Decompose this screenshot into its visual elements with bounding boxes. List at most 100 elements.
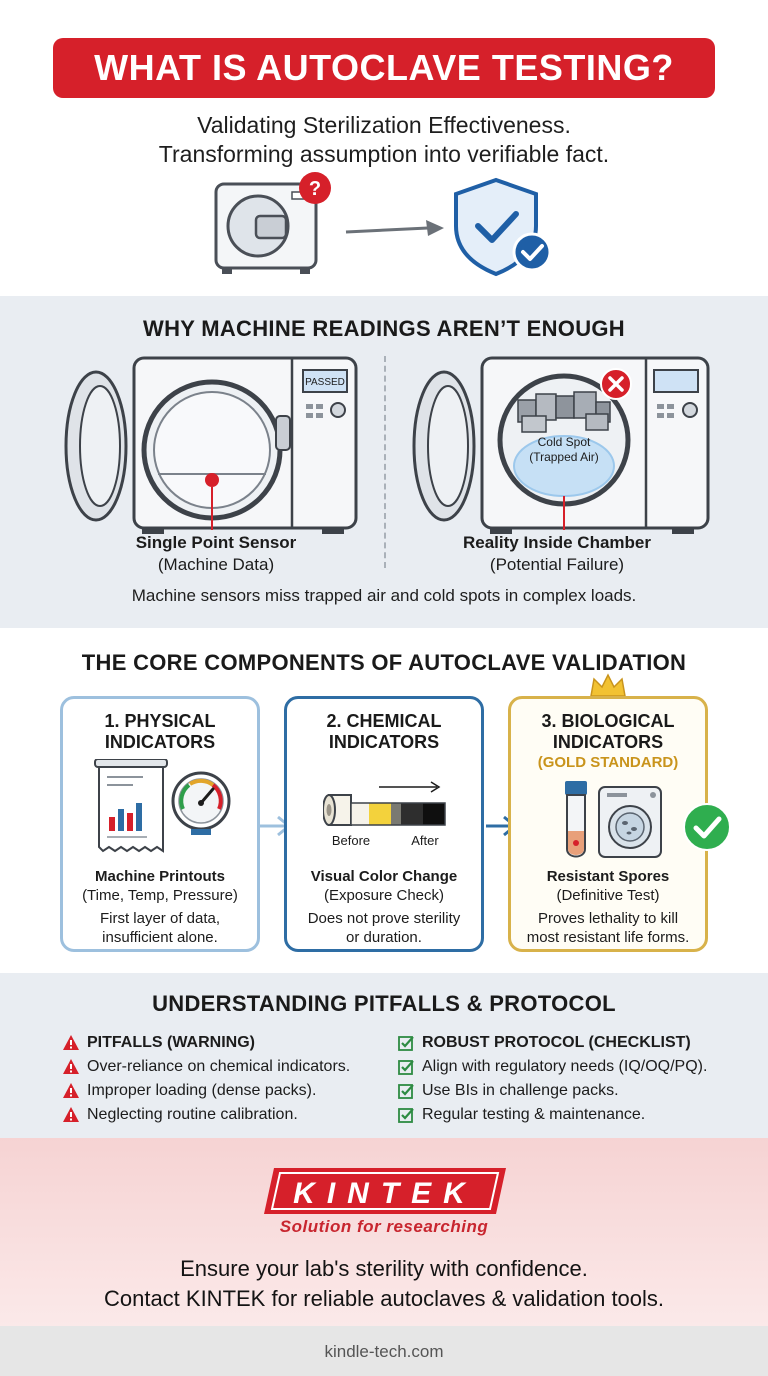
- cta-section: KINTEK Solution for researching Ensure y…: [0, 1138, 768, 1326]
- checkbox-checked-icon: [398, 1060, 414, 1075]
- svg-text:Cold Spot: Cold Spot: [538, 435, 591, 449]
- left-caption-title: Single Point Sensor: [135, 533, 297, 552]
- card-desc-line2: or duration.: [346, 929, 422, 946]
- svg-text:KINTEK: KINTEK: [293, 1177, 477, 1210]
- blank-display: [653, 369, 699, 393]
- checkbox-checked-icon: [398, 1036, 414, 1051]
- right-caption-sub: (Potential Failure): [489, 555, 625, 574]
- pitfall-text: Neglecting routine calibration.: [87, 1106, 298, 1123]
- card-title-line1: 1. PHYSICAL: [104, 711, 216, 731]
- svg-text:PASSED: PASSED: [305, 377, 345, 388]
- card-caption: Machine Printouts (Time, Temp, Pressure): [63, 867, 257, 905]
- why-heading: WHY MACHINE READINGS AREN’T ENOUGH: [143, 316, 625, 341]
- list-item: PITFALLS (WARNING): [62, 1031, 350, 1055]
- right-caption-title: Reality Inside Chamber: [462, 533, 651, 552]
- cta-line2: Contact KINTEK for reliable autoclaves &…: [103, 1286, 665, 1311]
- card-caption-title: Resistant Spores: [546, 868, 670, 885]
- left-caption-sub: (Machine Data): [157, 555, 275, 574]
- svg-text:After: After: [411, 833, 439, 848]
- pitfalls-section: UNDERSTANDING PITFALLS & PROTOCOL PITFAL…: [0, 973, 768, 1138]
- card-caption: Resistant Spores (Definitive Test): [511, 867, 705, 905]
- progression-arrow-icon: [379, 781, 441, 793]
- open-door-icon: [412, 370, 476, 522]
- card-description: Does not prove sterility or duration.: [287, 909, 481, 947]
- divider: [384, 356, 386, 568]
- question-badge-icon: ?: [299, 172, 331, 204]
- svg-text:?: ?: [309, 178, 321, 200]
- packed-load-icon: [517, 391, 611, 433]
- list-item: Regular testing & maintenance.: [397, 1103, 707, 1127]
- cold-spot-cloud: Cold Spot (Trapped Air): [513, 435, 615, 497]
- pitfalls-header: PITFALLS (WARNING): [87, 1034, 255, 1051]
- card-title: 1. PHYSICAL INDICATORS: [63, 711, 257, 753]
- cta-line1: Ensure your lab's sterility with confide…: [180, 1256, 588, 1281]
- protocol-list: ROBUST PROTOCOL (CHECKLIST) Align with r…: [397, 1031, 707, 1127]
- card-title-line2: INDICATORS: [552, 732, 664, 752]
- card-caption-sub: (Exposure Check): [323, 887, 445, 904]
- warning-icon: [63, 1035, 79, 1050]
- right-caption: Reality Inside Chamber (Potential Failur…: [432, 532, 682, 576]
- why-section: WHY MACHINE READINGS AREN’T ENOUGH PASSE…: [0, 296, 768, 628]
- card-title-line1: 3. BIOLOGICAL: [541, 711, 675, 731]
- logo-slogan: Solution for researching: [279, 1217, 489, 1236]
- card-description: First layer of data, insufficient alone.: [63, 909, 257, 947]
- indicator-tape-illustration: Before After: [323, 781, 446, 848]
- list-item: Use BIs in challenge packs.: [397, 1079, 707, 1103]
- warning-icon: [63, 1107, 79, 1122]
- sensor-dot-icon: [205, 473, 219, 530]
- pitfall-text: Over-reliance on chemical indicators.: [87, 1058, 351, 1075]
- card-caption-sub: (Definitive Test): [556, 887, 660, 904]
- left-autoclave-illustration: PASSED: [64, 356, 358, 534]
- page-title: WHAT IS AUTOCLAVE TESTING?: [53, 38, 715, 98]
- core-section: THE CORE COMPONENTS OF AUTOCLAVE VALIDAT…: [0, 628, 768, 973]
- card-desc-line2: insufficient alone.: [102, 929, 218, 946]
- card-desc-line1: First layer of data,: [99, 910, 221, 927]
- card-title-line2: INDICATORS: [328, 732, 440, 752]
- test-vial-icon: [565, 781, 587, 858]
- card-caption: Visual Color Change (Exposure Check): [287, 867, 481, 905]
- receipt-chart-icon: [94, 759, 168, 853]
- checkbox-checked-icon: [398, 1108, 414, 1123]
- cta-message: Ensure your lab's sterility with confide…: [0, 1254, 768, 1314]
- card-caption-title: Machine Printouts: [94, 868, 225, 885]
- fail-x-icon: [600, 368, 632, 400]
- card-chemical-indicators: 2. CHEMICAL INDICATORS Before After Visu…: [284, 696, 484, 952]
- gold-standard-label: (GOLD STANDARD): [537, 754, 679, 771]
- passed-display: PASSED: [302, 369, 348, 393]
- pressure-gauge-icon: [171, 771, 231, 835]
- pitfalls-list: PITFALLS (WARNING) Over-reliance on chem…: [62, 1031, 350, 1127]
- list-item: Align with regulatory needs (IQ/OQ/PQ).: [397, 1055, 707, 1079]
- right-autoclave-illustration: Cold Spot (Trapped Air): [412, 356, 710, 534]
- svg-text:(Trapped Air): (Trapped Air): [529, 450, 599, 464]
- list-item: ROBUST PROTOCOL (CHECKLIST): [397, 1031, 707, 1055]
- hero-subtitle-line2: Transforming assumption into verifiable …: [158, 141, 610, 167]
- tape-roll-icon: [323, 794, 352, 826]
- arrow-right-icon: [345, 220, 444, 236]
- card-caption-title: Visual Color Change: [310, 868, 458, 885]
- protocol-text: Use BIs in challenge packs.: [422, 1082, 619, 1099]
- warning-icon: [63, 1083, 79, 1098]
- pitfall-text: Improper loading (dense packs).: [87, 1082, 317, 1099]
- card-physical-indicators: 1. PHYSICAL INDICATORS: [60, 696, 260, 952]
- checkbox-checked-icon: [398, 1084, 414, 1099]
- card-caption-sub: (Time, Temp, Pressure): [82, 887, 238, 904]
- check-circle-icon: [683, 803, 731, 851]
- svg-text:Before: Before: [332, 833, 370, 848]
- pitfalls-heading: UNDERSTANDING PITFALLS & PROTOCOL: [152, 991, 616, 1016]
- card-biological-indicators: 3. BIOLOGICAL INDICATORS (GOLD STANDARD): [508, 696, 708, 952]
- card-title-line2: INDICATORS: [104, 732, 216, 752]
- protocol-header: ROBUST PROTOCOL (CHECKLIST): [422, 1034, 691, 1051]
- footer-link[interactable]: kindle-tech.com: [324, 1342, 444, 1361]
- spore-test-illustration: [565, 781, 662, 858]
- hero-section: WHAT IS AUTOCLAVE TESTING? Validating St…: [0, 0, 768, 296]
- list-item: Neglecting routine calibration.: [62, 1103, 350, 1127]
- protocol-text: Regular testing & maintenance.: [422, 1106, 646, 1123]
- left-caption: Single Point Sensor (Machine Data): [96, 532, 336, 576]
- list-item: Improper loading (dense packs).: [62, 1079, 350, 1103]
- hero-subtitle-line1: Validating Sterilization Effectiveness.: [197, 112, 571, 138]
- core-heading: THE CORE COMPONENTS OF AUTOCLAVE VALIDAT…: [81, 650, 687, 675]
- card-title-line1: 2. CHEMICAL: [326, 711, 442, 731]
- kintek-logo[interactable]: KINTEK: [258, 1166, 512, 1216]
- footer: kindle-tech.com: [0, 1326, 768, 1376]
- autoclave-icon: [214, 182, 318, 274]
